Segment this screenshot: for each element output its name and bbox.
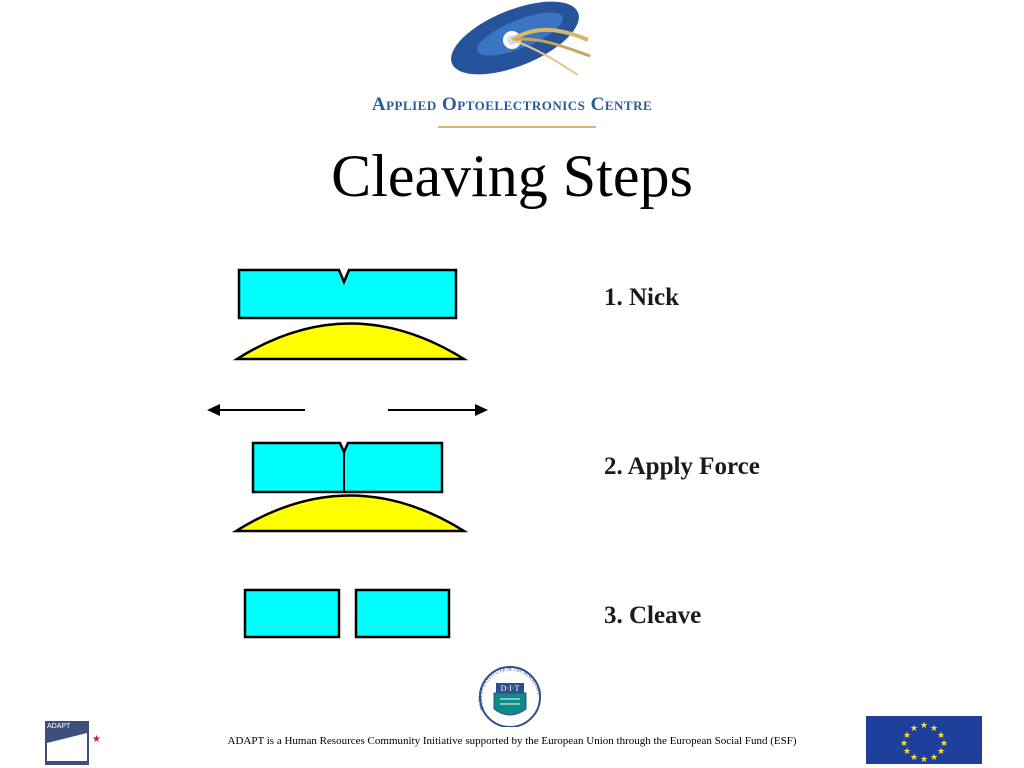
svg-text:★: ★ [910, 753, 918, 763]
adapt-logo: ADAPT [45, 721, 89, 765]
adapt-logo-swoosh-icon [47, 733, 87, 761]
svg-text:★: ★ [903, 747, 911, 757]
svg-text:★: ★ [903, 731, 911, 741]
force-arrows [207, 404, 488, 416]
org-name: Applied Optoelectronics Centre [371, 94, 653, 115]
eu-flag-icon: ★ ★ ★ ★ ★ ★ ★ ★ ★ ★ ★ ★ [866, 716, 982, 764]
svg-text:★: ★ [920, 755, 928, 764]
step-2-support [231, 494, 469, 533]
svg-text:★: ★ [910, 724, 918, 734]
svg-text:★: ★ [937, 731, 945, 741]
step-3-label: 3. Cleave [604, 602, 702, 629]
step-2-diagram [231, 441, 469, 533]
svg-text:★: ★ [930, 753, 938, 763]
aoc-eye-logo-icon [451, 1, 591, 76]
svg-text:D·I·T: D·I·T [501, 684, 520, 693]
svg-text:★: ★ [900, 739, 908, 749]
step-1-diagram [232, 268, 469, 361]
svg-text:★: ★ [920, 721, 928, 731]
svg-text:★: ★ [930, 724, 938, 734]
step-3-piece-right [354, 588, 451, 639]
slide-title: Cleaving Steps [331, 143, 693, 209]
adapt-logo-text: ADAPT [47, 723, 71, 730]
arrow-left-head [207, 404, 220, 416]
dit-seal-icon: DUBLIN INSTITUTE of TECHNOLOGY D·I·T [478, 666, 542, 727]
svg-text:★: ★ [940, 739, 948, 749]
step-1-wafer [237, 268, 458, 320]
svg-text:★: ★ [937, 747, 945, 757]
org-name-underline [438, 126, 596, 128]
step-1-label: 1. Nick [604, 284, 679, 311]
eu-flag-stars: ★ ★ ★ ★ ★ ★ ★ ★ ★ ★ ★ ★ [900, 721, 948, 764]
step-1-support [232, 322, 469, 361]
step-2-label: 2. Apply Force [604, 453, 760, 480]
step-2-wafer [251, 441, 444, 494]
footer-text: ADAPT is a Human Resources Community Ini… [227, 735, 797, 747]
arrow-right-head [475, 404, 488, 416]
step-3-piece-left [243, 588, 341, 639]
step-3-diagram [243, 588, 451, 639]
adapt-star-icon: ★ [92, 734, 101, 745]
